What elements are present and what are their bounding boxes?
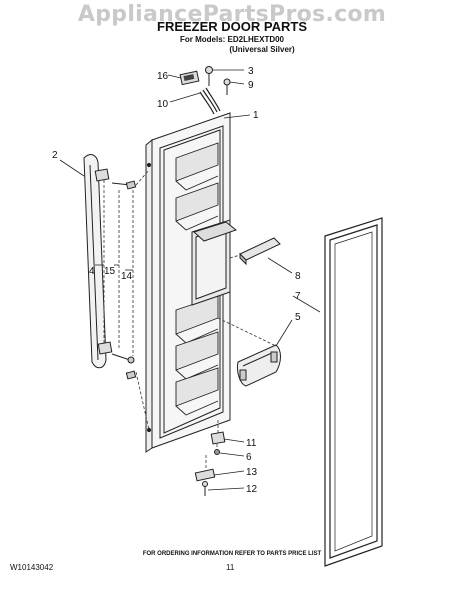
callout-13: 13 [246, 467, 258, 478]
model-line-1: For Models: ED2LHEXTD00 [179, 35, 284, 44]
callout-5: 5 [295, 312, 301, 323]
callout-numbers: 16 3 9 10 1 2 4 15 14 8 7 5 11 6 13 12 [52, 66, 301, 495]
callout-4: 4 [89, 266, 95, 277]
door-gasket-7 [324, 217, 383, 567]
watermark: AppliancePartsPros.com [77, 2, 387, 27]
callout-7: 7 [295, 291, 301, 302]
door-panel [145, 112, 238, 453]
bottom-hinge-parts [194, 431, 226, 496]
callout-12: 12 [246, 484, 258, 495]
callout-8: 8 [295, 271, 301, 282]
page-number: 11 [226, 563, 235, 572]
top-screws [205, 66, 231, 95]
handle-studs [111, 180, 137, 380]
callout-11: 11 [246, 438, 257, 449]
callout-15: 15 [104, 266, 116, 277]
dispenser-guide-8 [239, 237, 281, 266]
callout-9: 9 [248, 80, 254, 91]
page-title: FREEZER DOOR PARTS [157, 19, 307, 34]
model-info: For Models: ED2LHEXTD00 (Universal Silve… [0, 35, 464, 55]
callout-1: 1 [253, 110, 259, 121]
bottom-alignment-lines [205, 420, 219, 470]
door-handle [83, 154, 113, 369]
callout-10: 10 [157, 99, 169, 110]
callout-14: 14 [121, 271, 133, 282]
wire-connector [179, 70, 200, 86]
handle-alignment-lines [103, 169, 150, 431]
shelf-bin-5 [237, 344, 281, 387]
document-number: W10143042 [10, 563, 54, 572]
wire-harness [199, 87, 221, 115]
model-line-2: (Universal Silver) [229, 45, 295, 54]
callout-2: 2 [52, 150, 58, 161]
callout-16: 16 [157, 71, 169, 82]
leader-lines [59, 69, 321, 491]
callout-3: 3 [248, 66, 254, 77]
ordering-note: FOR ORDERING INFORMATION REFER TO PARTS … [142, 551, 322, 557]
callout-6: 6 [246, 452, 252, 463]
